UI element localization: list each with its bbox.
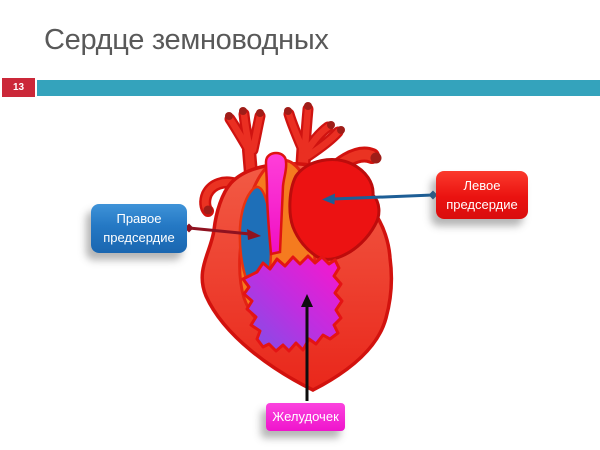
vessel-hook-left <box>199 176 242 217</box>
left-atrium-callout-line1: Левое <box>463 178 501 193</box>
ventricle-shape <box>241 254 344 353</box>
page-number-badge: 13 <box>2 78 35 97</box>
conus-arteriosus-shape <box>264 151 288 256</box>
ventricle-arrow <box>301 294 313 401</box>
ventricle-callout[interactable]: Желудочек <box>266 403 345 431</box>
left-atrium-arrow <box>322 190 438 205</box>
left-atrium-callout-line2: предсердие <box>446 197 518 212</box>
right-atrium-callout[interactable]: Правое предсердие <box>91 204 187 253</box>
accent-bar <box>37 80 600 96</box>
left-atrium-callout[interactable]: Левое предсердие <box>436 171 528 219</box>
right-atrium-callout-line2: предсердие <box>103 230 175 245</box>
left-atrium-shape <box>288 158 381 261</box>
ventricle-callout-text: Желудочек <box>272 409 339 424</box>
right-atrium-callout-line1: Правое <box>116 211 162 226</box>
slide-title: Сердце земноводных <box>44 24 329 56</box>
